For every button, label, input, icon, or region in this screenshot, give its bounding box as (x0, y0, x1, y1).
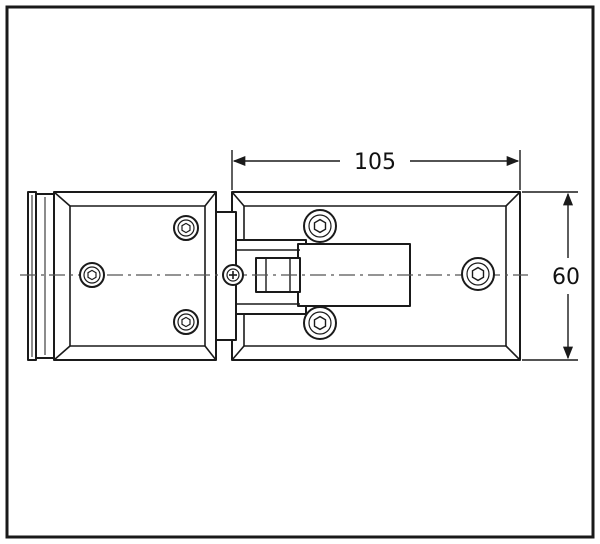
wall-bevel-tl (231, 191, 245, 207)
bevel-corner-tr (204, 191, 217, 207)
drawing-border (5, 5, 595, 539)
length-dimension-label: 105 (354, 150, 396, 175)
hex-socket-screw-icon (461, 257, 495, 291)
hex-socket-screw-icon (303, 209, 337, 243)
hex-socket-screw-icon (173, 215, 199, 241)
phillips-screw-icon (222, 264, 244, 286)
bevel-corner-tl (53, 191, 71, 207)
wall-bevel-tr (505, 191, 521, 207)
hex-socket-screw-icon (173, 309, 199, 335)
hex-socket-screw-icon (303, 306, 337, 340)
height-dimension-label: 60 (552, 265, 580, 290)
hex-socket-screw-icon (79, 262, 105, 288)
bevel-corner-bl (53, 345, 71, 361)
wall-bevel-bl (231, 345, 245, 361)
wall-bevel-br (505, 345, 521, 361)
bevel-corner-br (204, 345, 217, 361)
